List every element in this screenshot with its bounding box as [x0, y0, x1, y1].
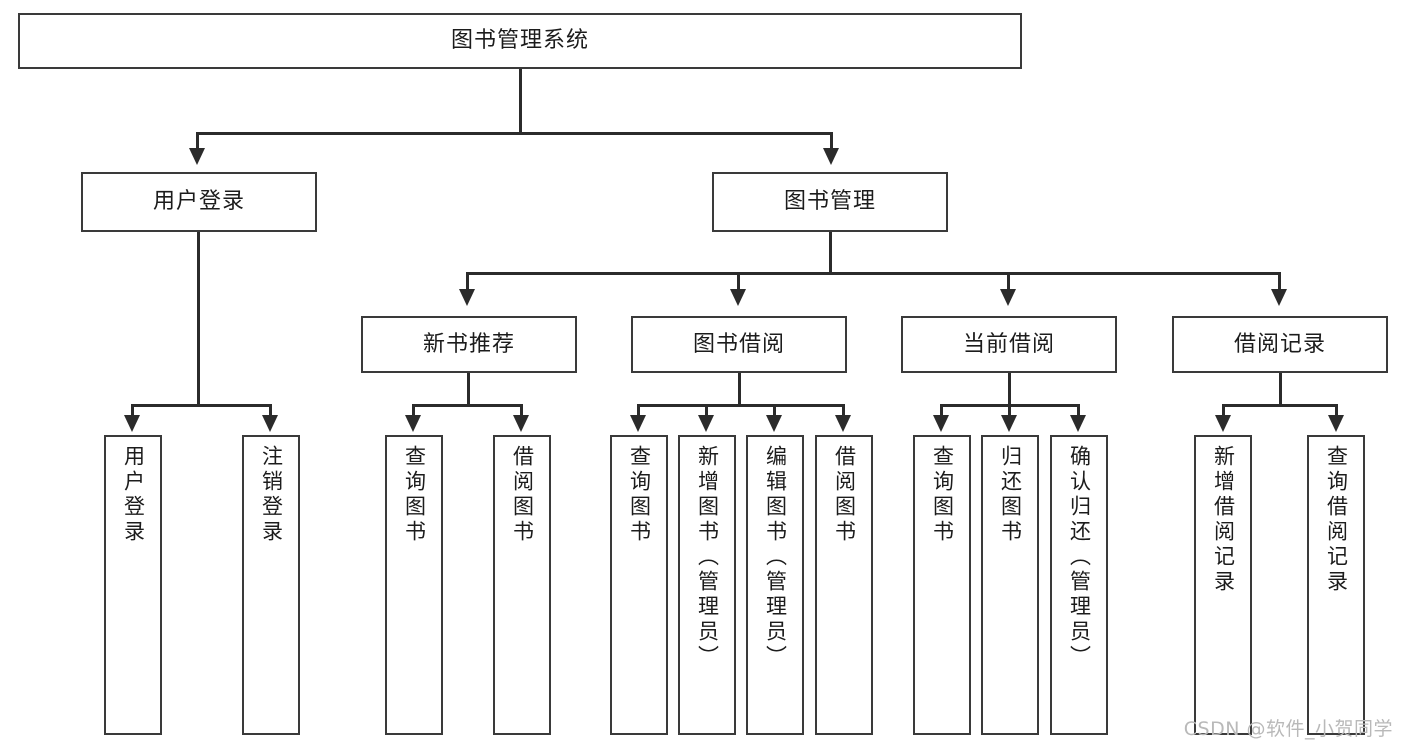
arrowhead-current-borrow-child-1 [933, 415, 949, 432]
connector-current-borrow-stem [1008, 373, 1011, 406]
connector-new-book-drop-2 [520, 404, 523, 416]
connector-user-login-bus [131, 404, 270, 407]
connector-to-book-manage [830, 132, 833, 150]
arrowhead-book-borrow [730, 289, 746, 306]
connector-book-manage-drop-1 [466, 272, 469, 290]
leaf-current-borrow-query-book[interactable]: 查询图书 [913, 435, 971, 735]
connector-root-bus [196, 132, 833, 135]
leaf-borrow-record-add-record[interactable]: 新增借阅记录 [1194, 435, 1252, 735]
leaf-user-login-login[interactable]: 用户登录 [104, 435, 162, 735]
arrowhead-user-login-child-1 [124, 415, 140, 432]
node-new-book-recommend[interactable]: 新书推荐 [361, 316, 577, 373]
connector-current-borrow-drop-2 [1008, 404, 1011, 416]
connector-book-borrow-drop-3 [773, 404, 776, 416]
arrowhead-new-book-child-2 [513, 415, 529, 432]
connector-book-manage-bus [466, 272, 1280, 275]
arrowhead-book-borrow-child-1 [630, 415, 646, 432]
leaf-label: 编辑图书（管理员） [763, 445, 788, 670]
connector-book-manage-drop-2 [737, 272, 740, 290]
leaf-label: 查询图书 [627, 445, 652, 545]
leaf-label: 用户登录 [121, 445, 146, 545]
connector-book-manage-stem [829, 232, 832, 274]
connector-root-stem [519, 69, 522, 134]
connector-new-book-bus [412, 404, 522, 407]
connector-user-login-drop-1 [131, 404, 134, 416]
connector-new-book-drop-1 [412, 404, 415, 416]
arrowhead-to-book-manage [823, 148, 839, 165]
connector-book-borrow-drop-1 [637, 404, 640, 416]
arrowhead-borrow-record-child-2 [1328, 415, 1344, 432]
arrowhead-borrow-record [1271, 289, 1287, 306]
node-label: 图书借阅 [692, 331, 785, 357]
connector-book-manage-drop-4 [1278, 272, 1281, 290]
leaf-current-borrow-confirm-return[interactable]: 确认归还（管理员） [1050, 435, 1108, 735]
node-label: 用户登录 [152, 189, 245, 215]
leaf-label: 归还图书 [998, 445, 1023, 545]
arrowhead-new-book-child-1 [405, 415, 421, 432]
node-current-borrow[interactable]: 当前借阅 [901, 316, 1117, 373]
leaf-label: 注销登录 [259, 445, 284, 545]
arrowhead-new-book [459, 289, 475, 306]
connector-user-login-stem [197, 232, 200, 406]
arrowhead-borrow-record-child-1 [1215, 415, 1231, 432]
node-book-borrow[interactable]: 图书借阅 [631, 316, 847, 373]
leaf-new-book-borrow-book[interactable]: 借阅图书 [493, 435, 551, 735]
connector-new-book-stem [467, 373, 470, 406]
arrowhead-current-borrow-child-2 [1001, 415, 1017, 432]
node-book-management[interactable]: 图书管理 [712, 172, 948, 232]
connector-book-borrow-bus [637, 404, 845, 407]
node-label: 借阅记录 [1233, 331, 1326, 357]
leaf-book-borrow-borrow-book[interactable]: 借阅图书 [815, 435, 873, 735]
connector-current-borrow-drop-3 [1077, 404, 1080, 416]
node-user-login[interactable]: 用户登录 [81, 172, 317, 232]
node-label: 图书管理系统 [450, 28, 589, 54]
arrowhead-book-borrow-child-2 [698, 415, 714, 432]
leaf-new-book-query-book[interactable]: 查询图书 [385, 435, 443, 735]
connector-to-user-login [196, 132, 199, 150]
connector-borrow-record-stem [1279, 373, 1282, 406]
connector-book-manage-drop-3 [1007, 272, 1010, 290]
leaf-label: 新增图书（管理员） [695, 445, 720, 670]
arrowhead-book-borrow-child-3 [766, 415, 782, 432]
leaf-book-borrow-query-book[interactable]: 查询图书 [610, 435, 668, 735]
leaf-label: 查询借阅记录 [1324, 445, 1349, 595]
connector-current-borrow-drop-1 [940, 404, 943, 416]
node-label: 当前借阅 [962, 331, 1055, 357]
node-label: 图书管理 [783, 189, 876, 215]
leaf-user-login-logout[interactable]: 注销登录 [242, 435, 300, 735]
node-borrow-record[interactable]: 借阅记录 [1172, 316, 1388, 373]
leaf-book-borrow-add-book[interactable]: 新增图书（管理员） [678, 435, 736, 735]
connector-borrow-record-drop-2 [1335, 404, 1338, 416]
arrowhead-current-borrow [1000, 289, 1016, 306]
leaf-label: 确认归还（管理员） [1067, 445, 1092, 670]
leaf-label: 借阅图书 [832, 445, 857, 545]
arrowhead-book-borrow-child-4 [835, 415, 851, 432]
node-root-system[interactable]: 图书管理系统 [18, 13, 1022, 69]
node-label: 新书推荐 [422, 331, 515, 357]
connector-book-borrow-drop-4 [842, 404, 845, 416]
leaf-label: 查询图书 [930, 445, 955, 545]
arrowhead-current-borrow-child-3 [1070, 415, 1086, 432]
leaf-current-borrow-return-book[interactable]: 归还图书 [981, 435, 1039, 735]
leaf-borrow-record-query-record[interactable]: 查询借阅记录 [1307, 435, 1365, 735]
connector-borrow-record-drop-1 [1222, 404, 1225, 416]
leaf-book-borrow-edit-book[interactable]: 编辑图书（管理员） [746, 435, 804, 735]
arrowhead-to-user-login [189, 148, 205, 165]
leaf-label: 查询图书 [402, 445, 427, 545]
connector-borrow-record-bus [1222, 404, 1337, 407]
leaf-label: 新增借阅记录 [1211, 445, 1236, 595]
connector-user-login-drop-2 [269, 404, 272, 416]
arrowhead-user-login-child-2 [262, 415, 278, 432]
connector-book-borrow-drop-2 [705, 404, 708, 416]
leaf-label: 借阅图书 [510, 445, 535, 545]
connector-book-borrow-stem [738, 373, 741, 406]
